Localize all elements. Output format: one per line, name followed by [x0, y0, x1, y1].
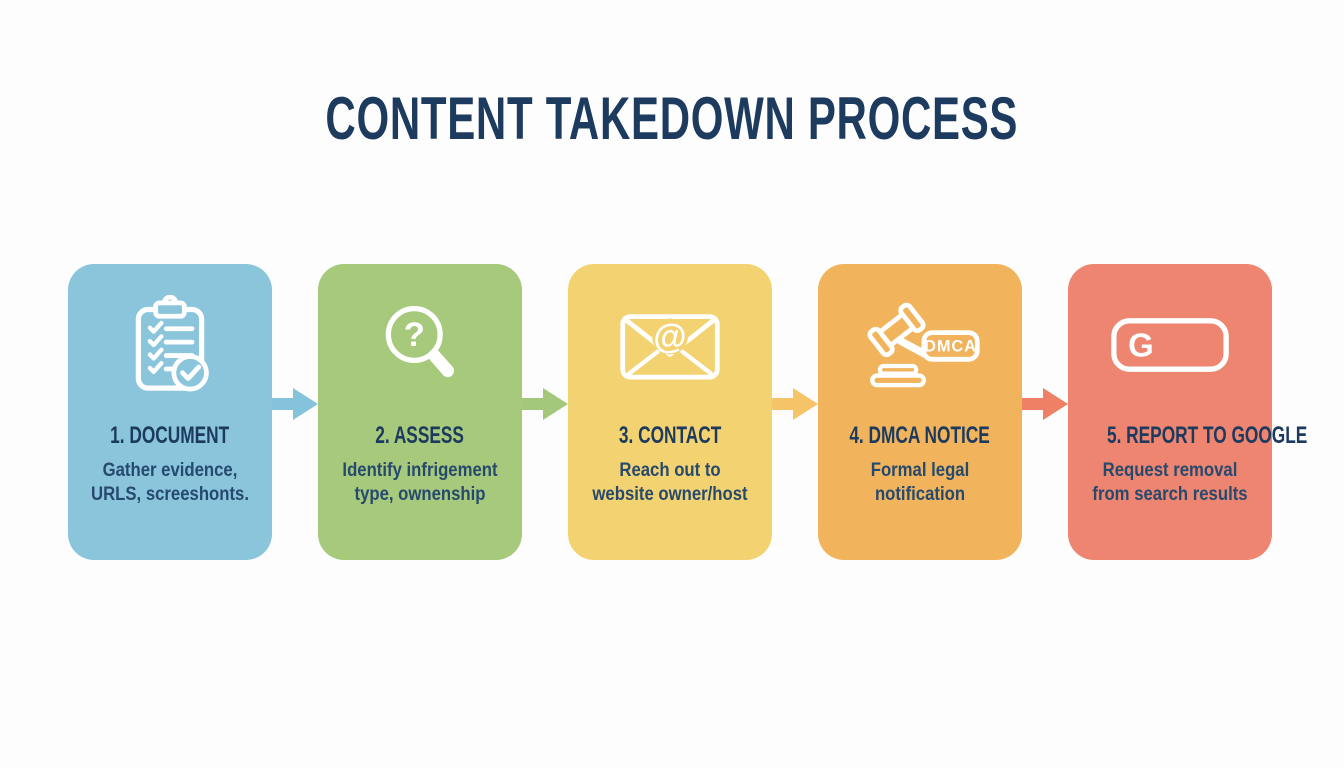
arrow-slot-4 — [1022, 264, 1068, 560]
magnifier-question-icon: ? — [385, 305, 455, 378]
step-icon-wrap: DMCA — [818, 294, 1022, 396]
arrow-right-icon-4 — [1022, 388, 1068, 420]
svg-text:?: ? — [404, 316, 425, 354]
process-flow: 1. DOCUMENT Gather evidence, URLS, scree… — [68, 264, 1308, 560]
arrow-right-icon-3 — [772, 388, 818, 420]
gavel-dmca-icon: DMCA — [867, 302, 980, 388]
arrow-right-icon-1 — [272, 388, 318, 420]
step-description: Request removal from search results — [1092, 460, 1248, 505]
step-title: 3. CONTACT — [618, 422, 722, 449]
step-title: 5. REPORT TO GOOGLE — [1106, 422, 1308, 449]
title-bar: CONTENT TAKEDOWN PROCESS — [0, 84, 1344, 153]
step-card-assess: ? 2. ASSESS Identify infrigement type, o… — [318, 264, 522, 560]
arrow-right-icon-2 — [522, 388, 568, 420]
arrow-slot-1 — [272, 264, 318, 560]
arrow-slot-3 — [772, 264, 818, 560]
svg-text:DMCA: DMCA — [924, 338, 976, 356]
step-card-contact: @ 3. CONTACT Reach out to website owner/… — [568, 264, 772, 560]
step-card-report-to-google: G 5. REPORT TO GOOGLE Request removal fr… — [1068, 264, 1308, 560]
step-description: Gather evidence, URLS, screeshonts. — [91, 460, 249, 505]
step-title: 4. DMCA NOTICE — [849, 422, 991, 449]
step-card-dmca-notice: DMCA 4. DMCA NOTICE Formal legal notific… — [818, 264, 1022, 560]
step-card-document: 1. DOCUMENT Gather evidence, URLS, scree… — [68, 264, 272, 560]
page-title: CONTENT TAKEDOWN PROCESS — [325, 85, 1019, 152]
arrow-slot-2 — [522, 264, 568, 560]
step-title: 1. DOCUMENT — [110, 422, 230, 449]
step-icon-wrap: ? — [318, 294, 522, 396]
svg-text:G: G — [1128, 327, 1154, 364]
step-icon-wrap: G — [1068, 294, 1272, 396]
google-search-bar-icon: G — [1111, 318, 1229, 372]
svg-text:@: @ — [653, 318, 686, 356]
step-description: Reach out to website owner/host — [592, 460, 748, 505]
step-icon-wrap: @ — [568, 294, 772, 396]
step-description: Identify infrigement type, ownenship — [342, 460, 498, 505]
step-description: Formal legal notification — [870, 460, 970, 505]
step-title: 2. ASSESS — [375, 422, 465, 449]
clipboard-checklist-icon — [135, 295, 209, 392]
envelope-at-icon: @ — [620, 314, 720, 380]
step-icon-wrap — [68, 294, 272, 396]
